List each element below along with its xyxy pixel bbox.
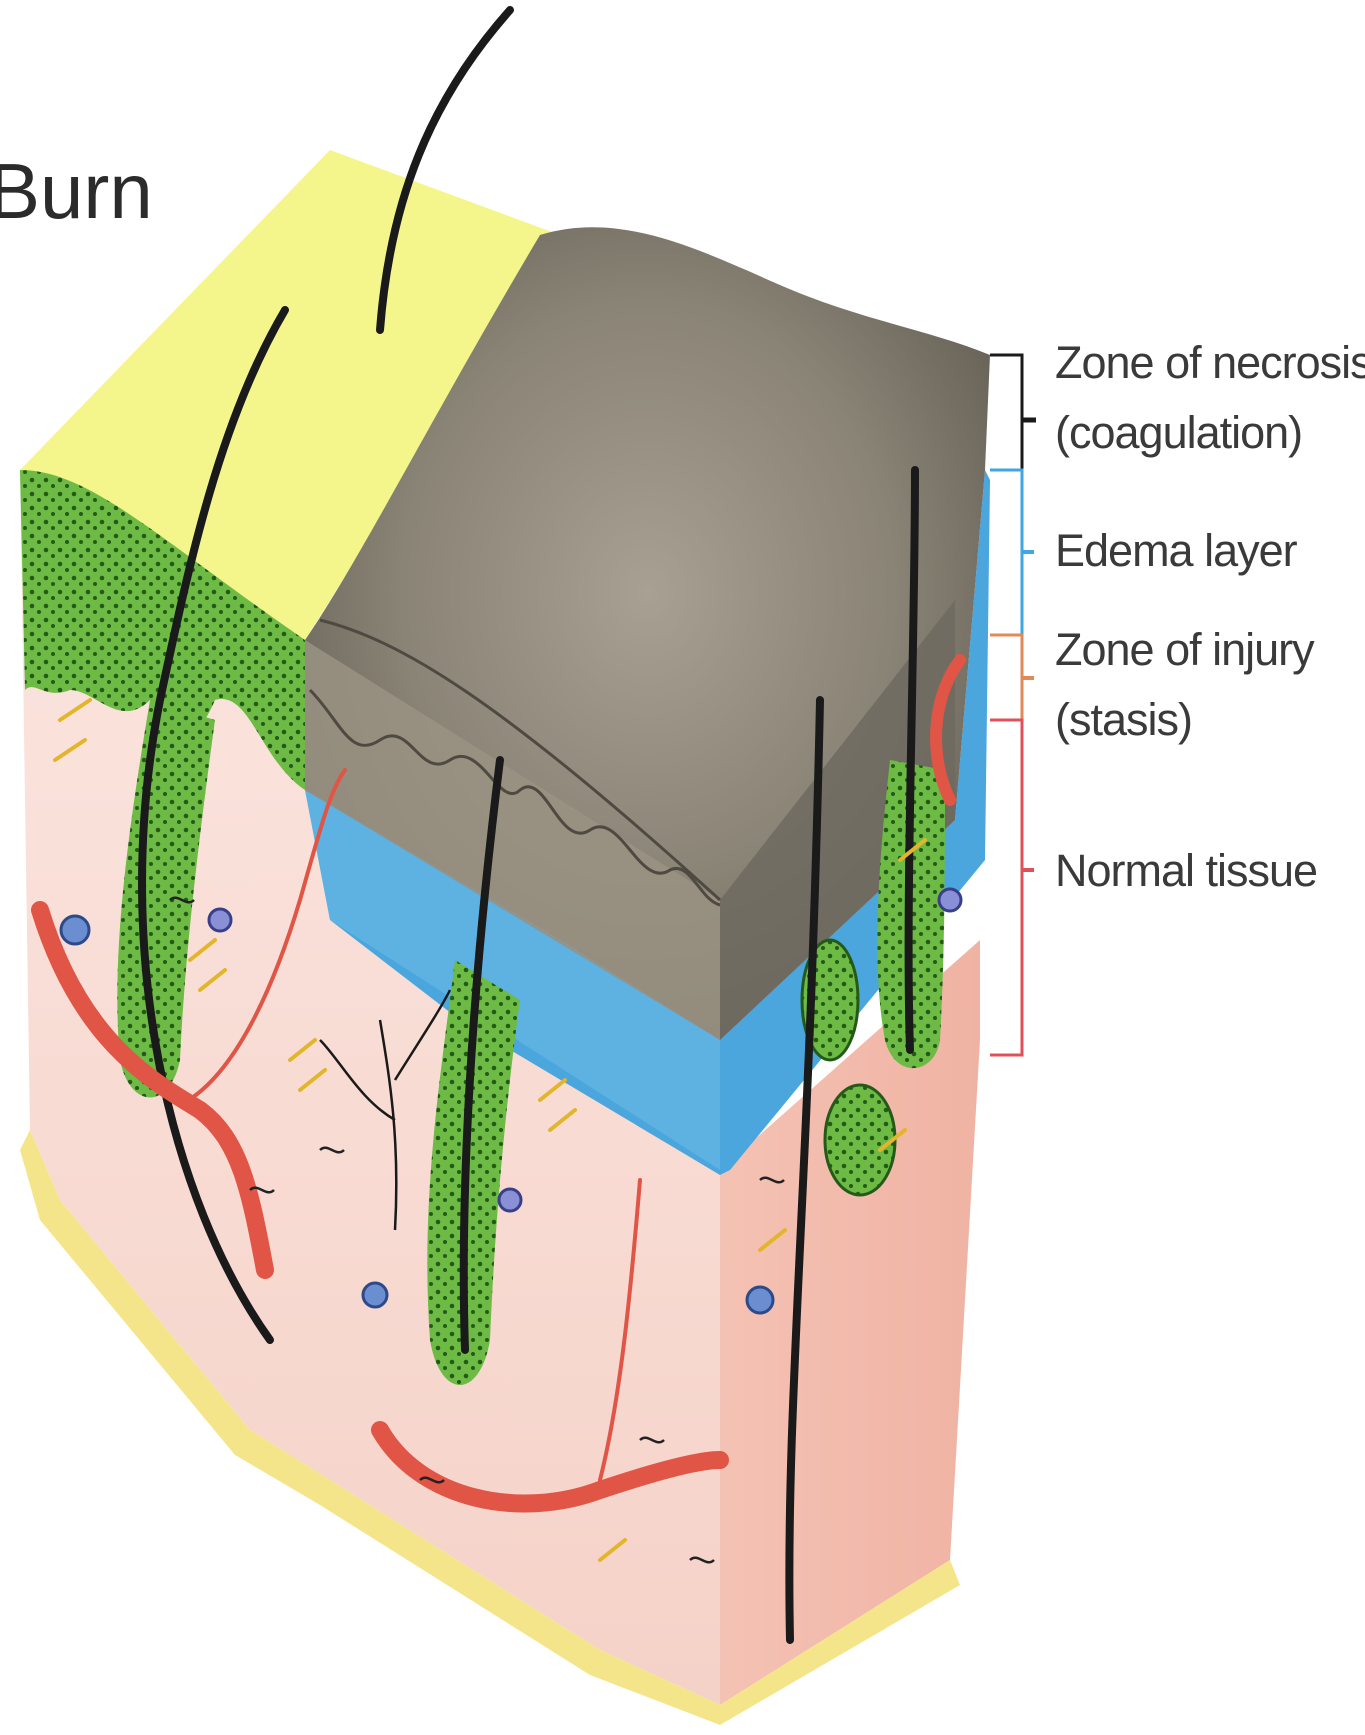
skin-block-illustration [20, 6, 990, 1725]
cells [59, 887, 963, 1315]
hair-1 [376, 6, 514, 334]
edema-bracket [990, 468, 1024, 637]
injury-bracket [990, 633, 1024, 722]
zone-label-edema: Edema layer [1055, 525, 1298, 576]
hair-2 [138, 306, 289, 1344]
left-epidermis-band [20, 470, 305, 790]
vessel-left [31, 901, 274, 1279]
zone-brackets [990, 353, 1036, 1057]
zone-label-necrosis-line2: (coagulation) [1055, 407, 1302, 458]
collagen-fibers [53, 698, 927, 1562]
follicle-center [427, 960, 520, 1385]
zone-label-necrosis-line1: Zone of necrosis [1055, 337, 1365, 388]
zone-label-injury-line2: (stasis) [1055, 694, 1192, 745]
right-dermis-face [720, 940, 980, 1705]
zone-label-injury-line1: Zone of injury [1055, 624, 1315, 675]
zone-labels: Zone of necrosis (coagulation) Edema lay… [1055, 337, 1365, 896]
normal-tissue-bracket [990, 718, 1024, 1057]
epidermis-surface [20, 150, 560, 640]
zone-label-normal-tissue: Normal tissue [1055, 845, 1317, 896]
diagram-title: Burn [0, 147, 153, 235]
necrosis-bracket [990, 353, 1024, 472]
